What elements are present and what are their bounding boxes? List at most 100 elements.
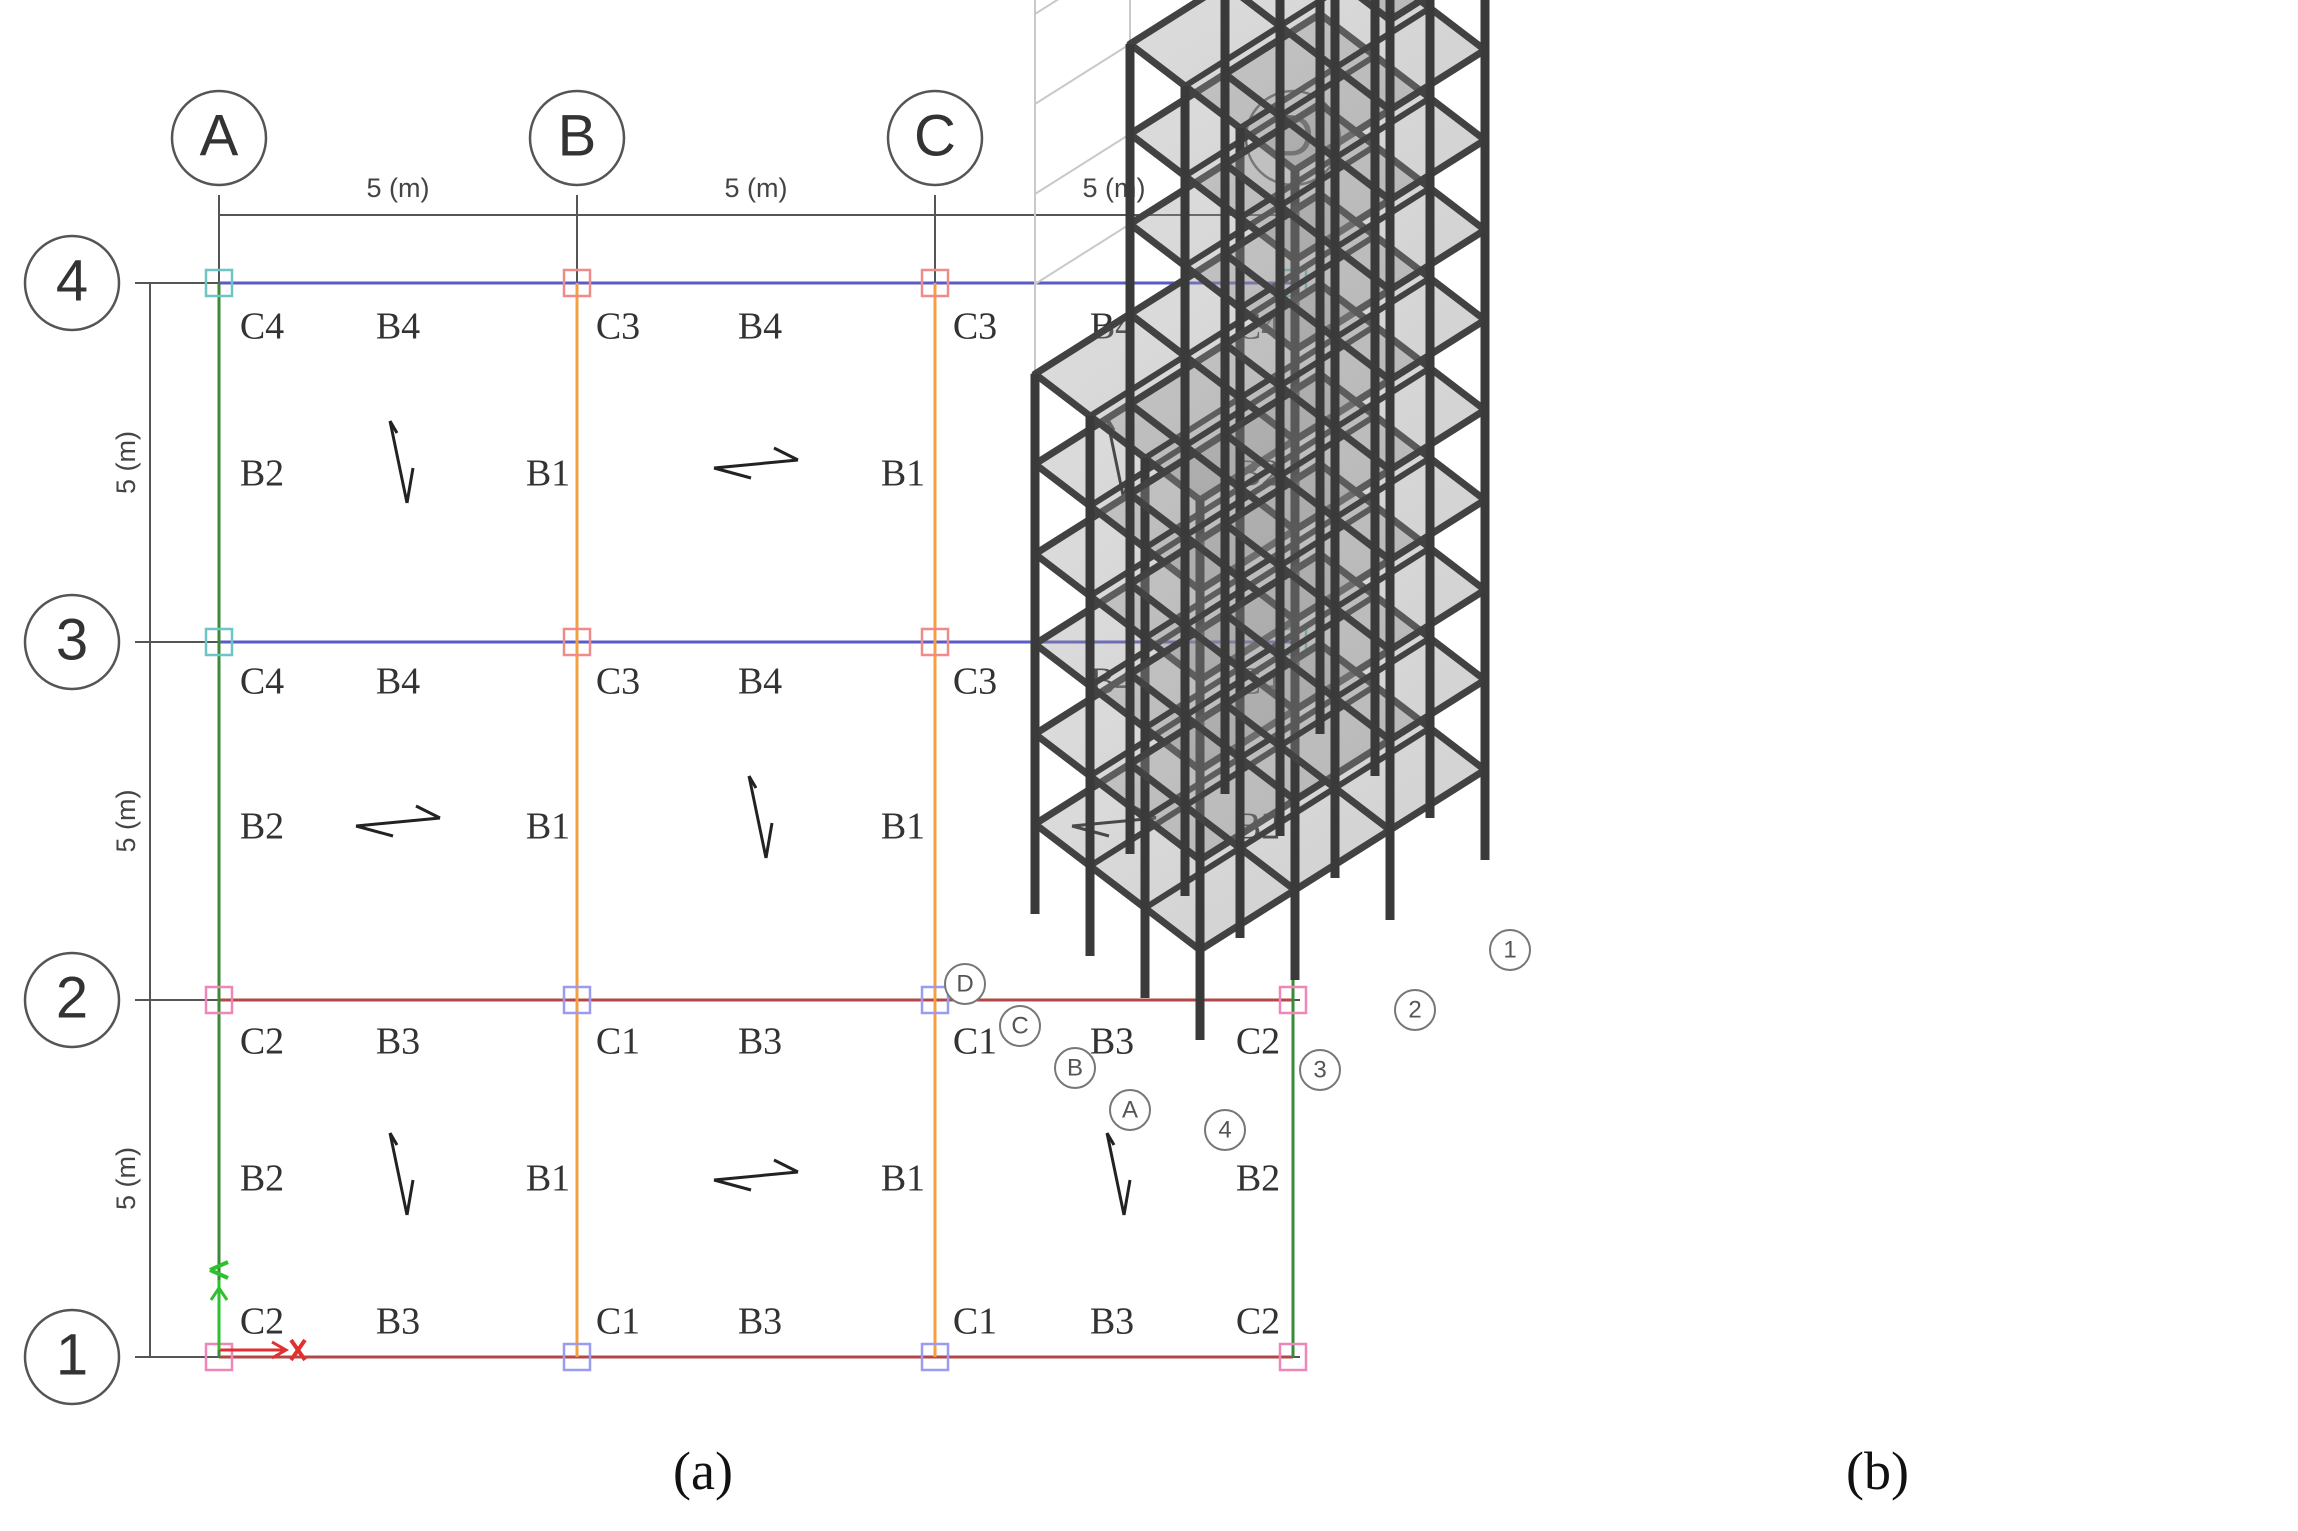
grid-bubble-4 [23, 234, 121, 332]
grid-bubble-A [170, 89, 268, 187]
member-label: C2 [240, 1301, 284, 1343]
slab-arrow-horizontal-icon [713, 1158, 799, 1192]
member-label: B1 [881, 453, 925, 495]
beam-3d [1333, 635, 1432, 701]
column-marker-A4 [204, 268, 234, 298]
column-marker-B2 [562, 985, 592, 1015]
beam-3d [1333, 275, 1432, 341]
member-label: C1 [596, 1301, 640, 1343]
member-label: C3 [953, 306, 997, 348]
member-label: C3 [596, 661, 640, 703]
grid-bubble-2 [23, 951, 121, 1049]
column-marker-D2 [1278, 985, 1308, 1015]
grid-tag-label-D: D [956, 970, 973, 997]
slab-arrow-vertical-icon [747, 775, 774, 859]
y-axis-chevron-icon [209, 1260, 229, 1280]
member-label: B3 [1090, 1301, 1134, 1343]
beam-3d [1143, 845, 1242, 911]
beam-3d [1278, 0, 1327, 29]
member-label: C3 [596, 306, 640, 348]
grid-tag-1 [1489, 929, 1531, 971]
member-label: B3 [738, 1301, 782, 1343]
grid-tag-label-1: 1 [1503, 936, 1516, 963]
grid-tag-label-4: 4 [1218, 1116, 1231, 1143]
member-label: C1 [953, 1021, 997, 1063]
grid-tag-label-C: C [1011, 1012, 1028, 1039]
member-label: B3 [376, 1301, 420, 1343]
member-label: C4 [240, 306, 284, 348]
member-label: B3 [376, 1021, 420, 1063]
member-label: B4 [738, 661, 782, 703]
column-marker-A3 [204, 627, 234, 657]
grid-bubble-label-C: C [914, 103, 956, 168]
member-label: B1 [526, 453, 570, 495]
grid-bubble-label-1: 1 [56, 1322, 88, 1387]
beam-3d [1238, 785, 1337, 851]
grid-bubble-C [886, 89, 984, 187]
grid-tag-A [1109, 1089, 1151, 1131]
member-label: B1 [881, 806, 925, 848]
member-label: C2 [240, 1021, 284, 1063]
beam-3d [1333, 725, 1432, 791]
beam-3d [1333, 5, 1432, 71]
member-label: B3 [1090, 1021, 1134, 1063]
member-label: B2 [1236, 1158, 1280, 1200]
slab-arrow-vertical-icon [1105, 1132, 1132, 1216]
member-label: C3 [953, 661, 997, 703]
left-dimension-label: 5 (m) [111, 790, 141, 853]
beam-3d [1333, 545, 1432, 611]
grid-tag-4 [1204, 1109, 1246, 1151]
beam-3d [1333, 185, 1432, 251]
grid-tag-label-2: 2 [1408, 996, 1421, 1023]
column-marker-C3 [920, 627, 950, 657]
origin-axes [209, 1260, 307, 1362]
grid-bubble-label-2: 2 [56, 965, 88, 1030]
member-label: C4 [240, 661, 284, 703]
slab-arrow-horizontal-icon [713, 446, 799, 480]
beam-3d [1183, 23, 1282, 89]
grid-tag-2 [1394, 989, 1436, 1031]
grid-bubble-B [528, 89, 626, 187]
top-dimension-label: 5 (m) [1083, 173, 1146, 203]
column-marker-C1 [920, 1342, 950, 1372]
caption-b: (b) [1846, 1441, 1909, 1501]
member-label: B1 [881, 1158, 925, 1200]
member-label: B4 [376, 306, 420, 348]
column-marker-C2 [920, 985, 950, 1015]
top-dimension-label: 5 (m) [367, 173, 430, 203]
member-label: C1 [953, 1301, 997, 1343]
grid-tag-label-A: A [1122, 1096, 1138, 1123]
member-label: C2 [1236, 1301, 1280, 1343]
slab-arrow-vertical-icon [388, 1132, 415, 1216]
top-dimension-label: 5 (m) [725, 173, 788, 203]
beam-3d [1088, 353, 1187, 419]
column-marker-B4 [562, 268, 592, 298]
beam-3d [1333, 95, 1432, 161]
slab-arrow-vertical-icon [388, 420, 415, 504]
grid-bubble-label-3: 3 [56, 607, 88, 672]
beam-3d [1333, 365, 1432, 431]
grid-tag-label-B: B [1067, 1054, 1083, 1081]
column-marker-C4 [920, 268, 950, 298]
grid-bubble-1 [23, 1308, 121, 1406]
member-label: B2 [240, 453, 284, 495]
beam-lines [217, 281, 1295, 1359]
member-label: B2 [240, 806, 284, 848]
member-label: B4 [738, 306, 782, 348]
grid-tag-C [999, 1005, 1041, 1047]
member-label: B3 [738, 1021, 782, 1063]
member-label: C2 [1236, 1021, 1280, 1063]
grid-tag-D [944, 963, 986, 1005]
caption-a: (a) [673, 1441, 733, 1501]
left-dimension-label: 5 (m) [111, 431, 141, 494]
member-label: B2 [240, 1158, 284, 1200]
left-dimension-label: 5 (m) [111, 1147, 141, 1210]
column-marker-B3 [562, 627, 592, 657]
grid-bubble-label-A: A [200, 103, 239, 168]
grid-tag-3 [1299, 1049, 1341, 1091]
x-axis-cross-icon [289, 1338, 307, 1362]
grid-bubble-label-4: 4 [56, 248, 88, 313]
